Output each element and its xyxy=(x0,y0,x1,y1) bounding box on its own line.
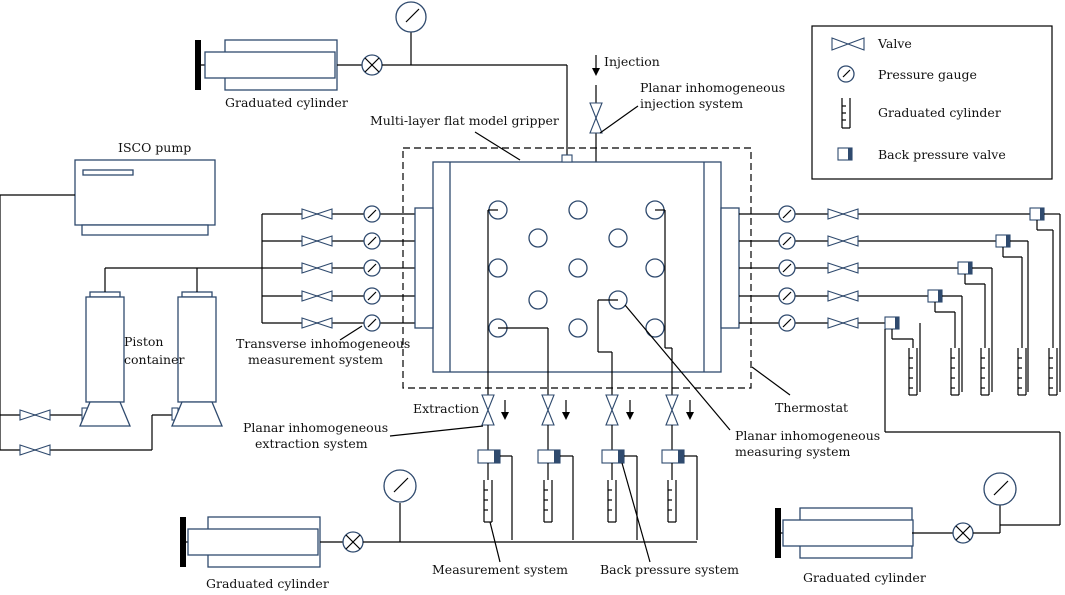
label-graduated-cylinder-bottom-right: Graduated cylinder xyxy=(803,570,926,585)
label-planar-injection-2: injection system xyxy=(640,96,743,111)
pump-valve-2-icon xyxy=(19,444,51,456)
gripper-left-end xyxy=(414,207,434,329)
pump-valve-1-icon xyxy=(19,409,51,421)
left-manifold xyxy=(261,205,415,332)
right-graduated-cylinders xyxy=(908,348,1058,396)
extraction-valves xyxy=(481,394,679,426)
leader-measuring xyxy=(624,304,731,431)
label-injection: Injection xyxy=(604,54,660,69)
label-thermostat: Thermostat xyxy=(775,400,848,415)
label-planar-measuring-2: measuring system xyxy=(735,444,850,459)
legend-label-valve: Valve xyxy=(877,36,912,51)
label-piston-2: container xyxy=(124,352,184,367)
label-back-pressure-system: Back pressure system xyxy=(600,562,739,577)
legend-back-pressure-valve-icon xyxy=(837,147,853,161)
leader-gripper xyxy=(474,131,521,161)
left-valves xyxy=(301,208,333,329)
leader-injection xyxy=(599,105,639,134)
leader-extraction xyxy=(389,425,484,437)
legend-label-graduated-cylinder: Graduated cylinder xyxy=(878,105,1001,120)
pressure-gauge-icon xyxy=(383,469,417,503)
syringe-piston xyxy=(204,51,336,79)
label-graduated-cylinder-bottom-left: Graduated cylinder xyxy=(206,576,329,591)
left-pressure-gauges xyxy=(363,205,381,332)
label-planar-measuring-1: Planar inhomogeneous xyxy=(735,428,880,443)
piston-container-left xyxy=(79,291,131,427)
label-gripper: Multi-layer flat model gripper xyxy=(370,113,559,128)
pressure-gauge-icon xyxy=(983,472,1017,506)
leader-measurement xyxy=(489,521,501,563)
legend-valve-icon xyxy=(831,37,865,51)
label-transverse-2: measurement system xyxy=(248,352,383,367)
right-pressure-gauges xyxy=(778,205,796,332)
legend-pressure-gauge-icon xyxy=(837,65,855,83)
gripper-top-port xyxy=(561,154,573,163)
label-transverse-1: Transverse inhomogeneous xyxy=(236,336,410,351)
extraction-lines xyxy=(487,209,673,395)
bottom-graduated-cylinders xyxy=(483,480,677,523)
bottom-right-syringe-assembly xyxy=(775,472,1017,559)
top-syringe-assembly xyxy=(195,1,568,155)
leader-thermostat xyxy=(751,366,791,396)
legend-label-pressure-gauge: Pressure gauge xyxy=(878,67,977,82)
label-planar-injection-1: Planar inhomogeneous xyxy=(640,80,785,95)
legend: Valve Pressure gauge Graduated cylinder … xyxy=(811,25,1053,180)
piston-container-right xyxy=(171,291,223,427)
injection-valve-icon xyxy=(589,102,603,134)
needle-valve-icon xyxy=(342,531,364,553)
legend-box xyxy=(811,25,1053,180)
bottom-piping xyxy=(487,455,698,540)
measuring-points xyxy=(488,200,665,338)
needle-valve-icon xyxy=(361,54,383,76)
pressure-gauge-icon xyxy=(395,1,427,33)
extraction-arrows xyxy=(501,400,694,420)
pump-piping xyxy=(0,194,172,456)
isco-pump xyxy=(74,159,216,236)
label-extraction: Extraction xyxy=(413,401,479,416)
label-graduated-cylinder-top: Graduated cylinder xyxy=(225,95,348,110)
needle-valve-icon xyxy=(952,522,974,544)
bottom-syringe-assembly xyxy=(180,469,697,568)
legend-label-back-pressure-valve: Back pressure valve xyxy=(878,147,1006,162)
leader-transverse xyxy=(339,325,363,341)
isco-pump-display xyxy=(82,169,134,176)
right-manifold xyxy=(739,205,1061,526)
label-planar-extraction-1: Planar inhomogeneous xyxy=(243,420,388,435)
gripper-right-end xyxy=(720,207,740,329)
right-valves xyxy=(827,208,859,329)
legend-graduated-cylinder-icon xyxy=(841,98,851,129)
syringe-plunger-handle xyxy=(195,40,201,90)
leader-back-pressure xyxy=(621,462,651,563)
label-planar-extraction-2: extraction system xyxy=(255,436,368,451)
label-piston-1: Piston xyxy=(124,334,163,349)
label-measurement-system: Measurement system xyxy=(432,562,568,577)
label-isco-pump: ISCO pump xyxy=(118,140,191,155)
